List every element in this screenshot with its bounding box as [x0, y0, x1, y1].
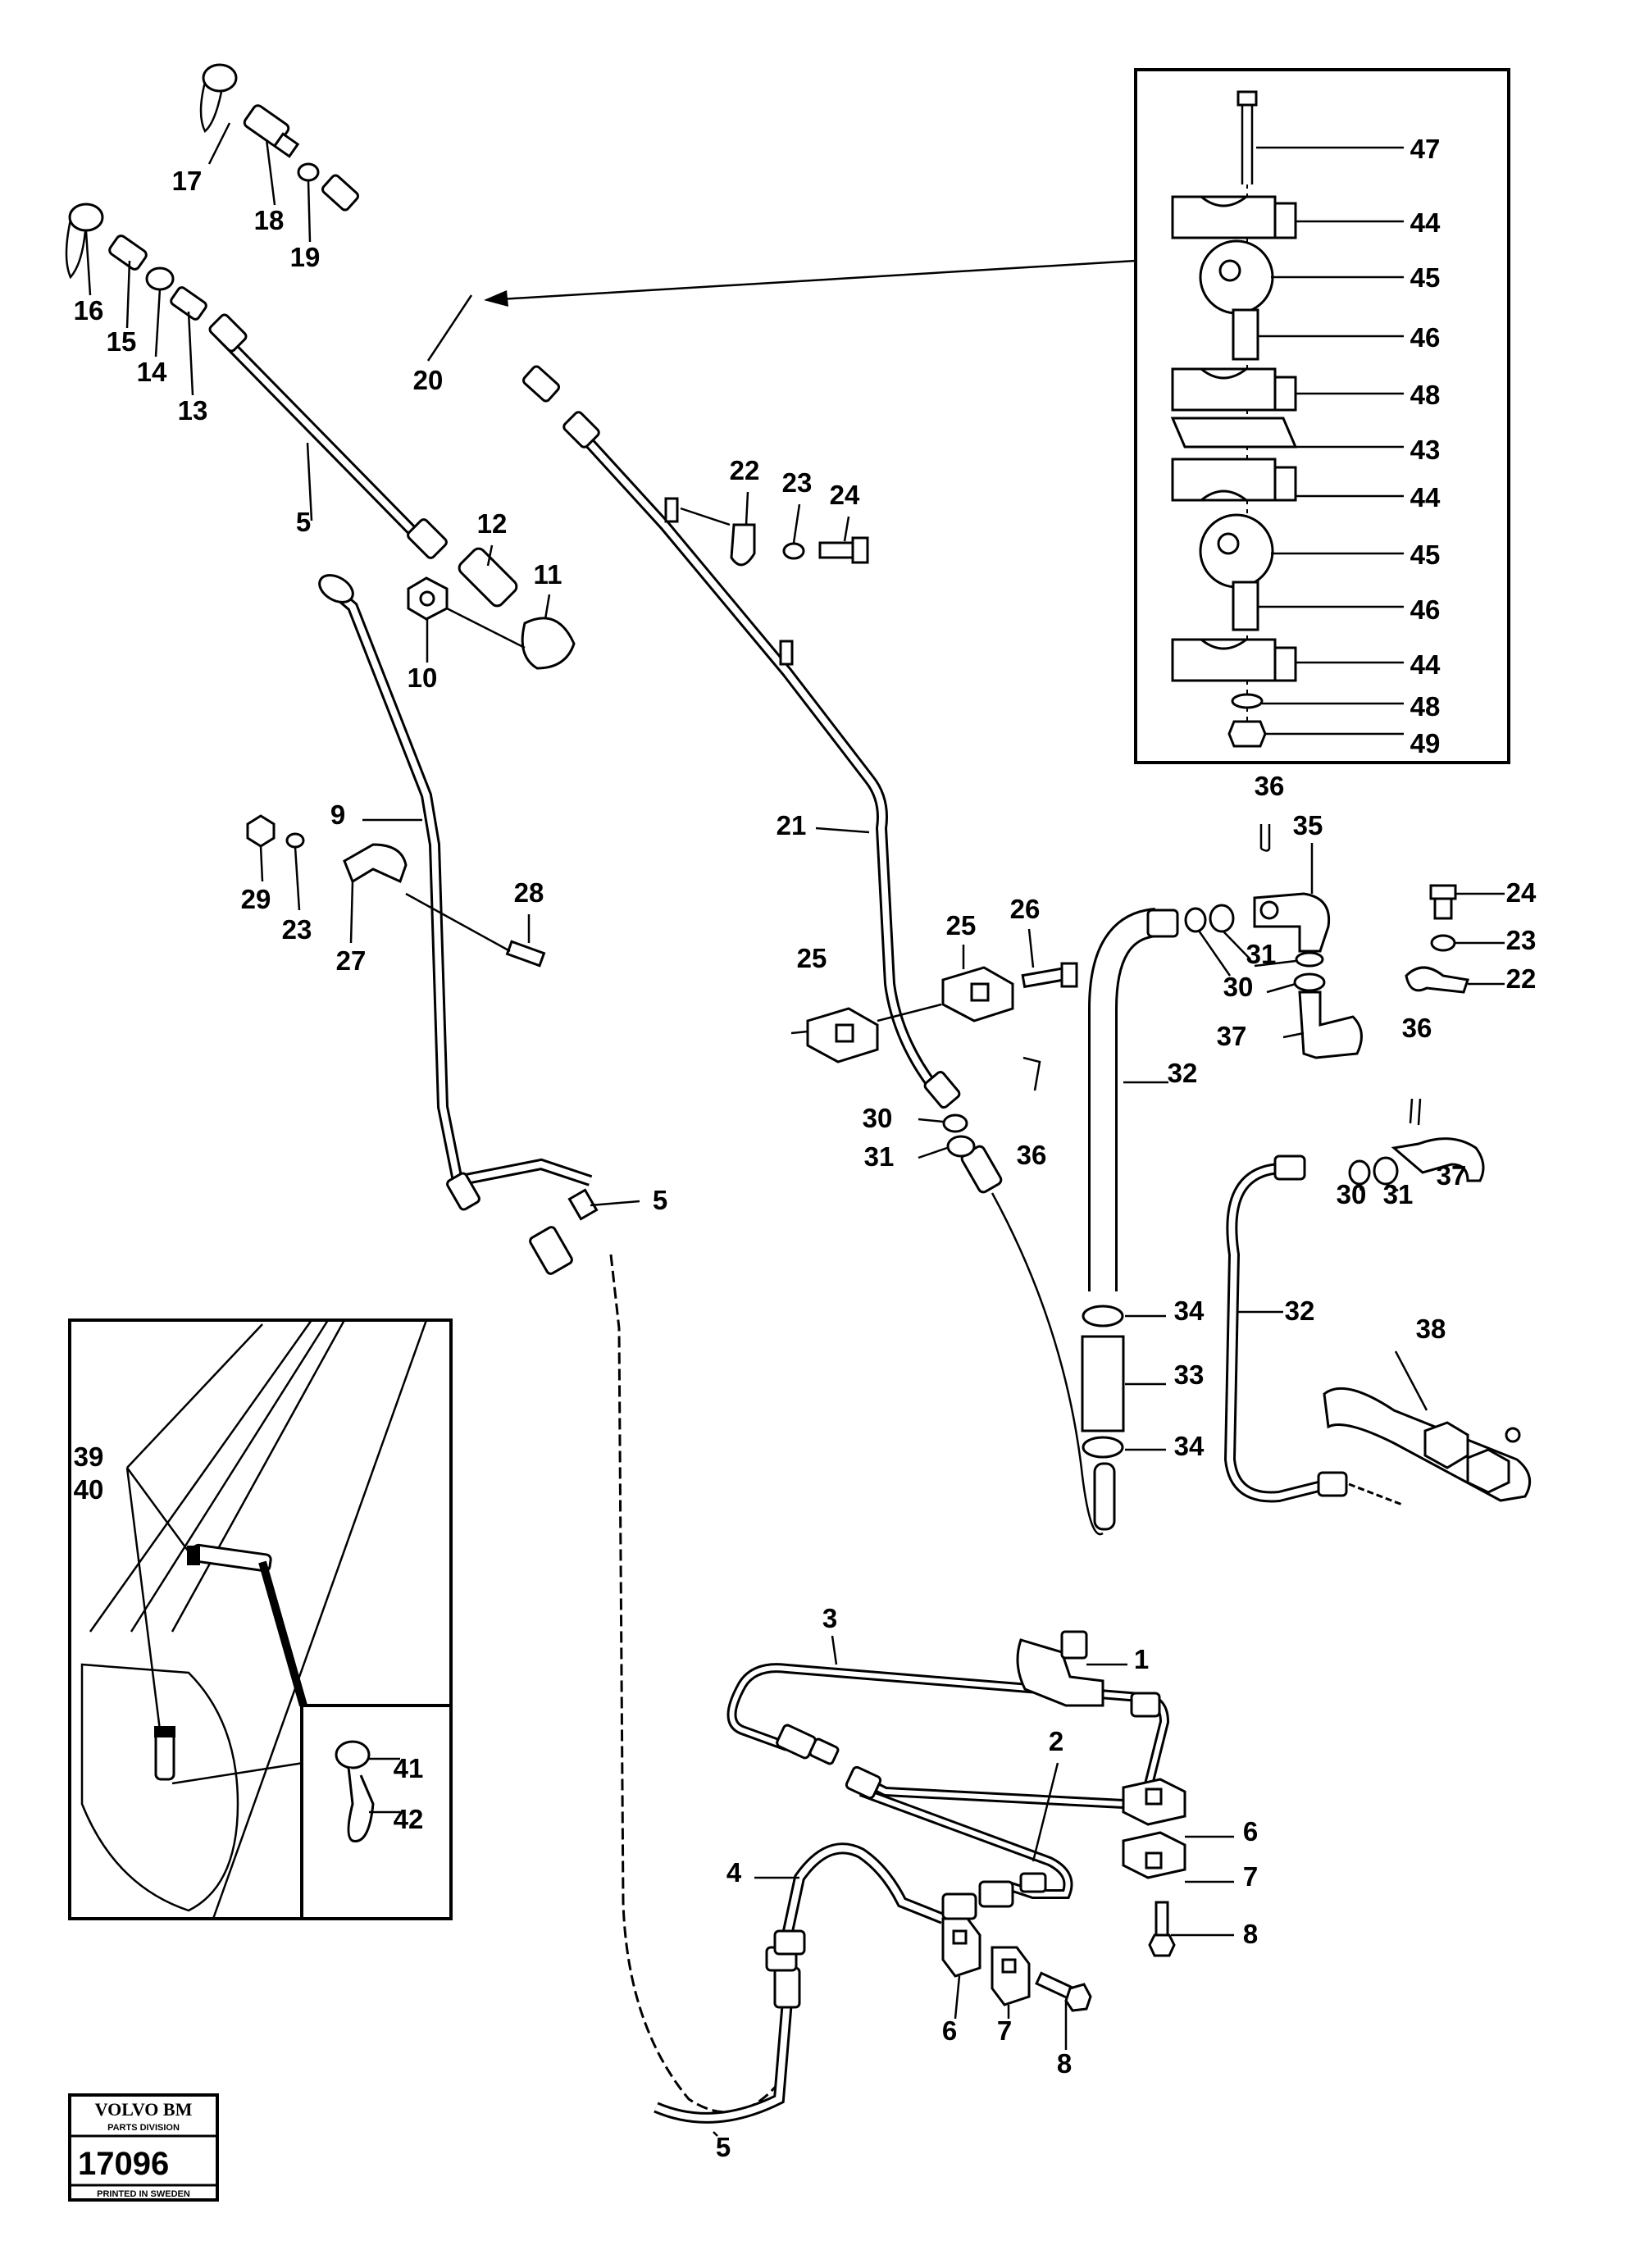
callout-n49: 49 — [1410, 728, 1441, 758]
callout-n2: 2 — [1049, 1726, 1063, 1756]
callout-n18: 18 — [254, 205, 285, 235]
callout-n37b: 37 — [1437, 1160, 1467, 1191]
volvo-bm-stamp: VOLVO BM PARTS DIVISION 17096 PRINTED IN… — [68, 2093, 219, 2202]
callout-n36a: 36 — [1017, 1140, 1047, 1170]
hose-20-pipe-21 — [321, 174, 1104, 1536]
callout-n25a: 25 — [946, 910, 977, 940]
callout-n30a: 30 — [863, 1103, 893, 1133]
callout-n3: 3 — [822, 1603, 837, 1633]
callout-n1: 1 — [1134, 1644, 1149, 1674]
callout-n34a: 34 — [1174, 1296, 1205, 1326]
callout-n28: 28 — [514, 877, 544, 908]
callout-n12: 12 — [477, 508, 508, 539]
hose-5-upper — [208, 313, 576, 670]
callout-n7b: 7 — [997, 2015, 1012, 2046]
callout-n44c: 44 — [1410, 649, 1441, 680]
callout-n7a: 7 — [1243, 1861, 1258, 1892]
callout-n34b: 34 — [1174, 1431, 1205, 1461]
callout-n29: 29 — [241, 884, 271, 914]
callout-n16: 16 — [74, 295, 104, 326]
upper-connectors — [65, 63, 320, 396]
callout-n15: 15 — [107, 326, 137, 357]
callout-n30c: 30 — [1337, 1179, 1367, 1209]
elbow-35-fittings — [1253, 824, 1363, 1059]
callout-n8b: 8 — [1057, 2048, 1072, 2079]
callout-n45a: 45 — [1410, 262, 1441, 293]
callout-n23b: 23 — [282, 914, 312, 945]
callout-n13: 13 — [178, 395, 208, 426]
callout-n36b: 36 — [1255, 771, 1285, 801]
callout-n30b: 30 — [1223, 972, 1254, 1002]
callout-n35: 35 — [1293, 810, 1323, 840]
callout-n8a: 8 — [1243, 1919, 1258, 1949]
callout-n33: 33 — [1174, 1359, 1205, 1390]
clamp-stack-inset — [484, 68, 1510, 764]
callout-n46b: 46 — [1410, 594, 1441, 625]
hose-5-lower — [609, 1254, 801, 2137]
stamp-brand: VOLVO BM — [95, 2099, 193, 2120]
callout-n5b: 5 — [653, 1185, 667, 1215]
callout-n19: 19 — [290, 242, 321, 272]
clip-22-upper — [680, 491, 869, 567]
pipe-32-lower-38 — [1223, 1098, 1532, 1506]
callout-n22a: 22 — [730, 455, 760, 485]
cab-inset — [68, 1318, 453, 1920]
callout-n6a: 6 — [1243, 1816, 1258, 1847]
callout-n48b: 48 — [1410, 691, 1441, 722]
callout-n24a: 24 — [830, 480, 860, 510]
callout-n26: 26 — [1010, 894, 1041, 924]
callout-n27: 27 — [336, 945, 367, 976]
callout-n38: 38 — [1416, 1314, 1446, 1344]
callout-n31c: 31 — [1383, 1179, 1414, 1209]
pipe-32-hose-33 — [1081, 904, 1251, 1531]
callout-n40: 40 — [74, 1474, 104, 1505]
callout-n5a: 5 — [296, 507, 311, 537]
callout-n46a: 46 — [1410, 322, 1441, 353]
callout-n31a: 31 — [864, 1141, 895, 1172]
stamp-printed: PRINTED IN SWEDEN — [97, 2189, 190, 2199]
callout-n14: 14 — [137, 357, 167, 387]
callout-n36c: 36 — [1402, 1013, 1432, 1043]
callout-n24b: 24 — [1506, 877, 1537, 908]
callout-n5c: 5 — [716, 2132, 731, 2162]
callout-n39: 39 — [74, 1441, 104, 1472]
callout-n32b: 32 — [1285, 1296, 1315, 1326]
lower-pipes — [726, 1630, 1234, 2050]
callout-n4: 4 — [726, 1857, 742, 1888]
callout-n42: 42 — [394, 1804, 424, 1834]
clip-22-right — [1405, 884, 1505, 994]
callout-n44a: 44 — [1410, 207, 1441, 238]
callout-n22b: 22 — [1506, 963, 1537, 994]
pipe-9 — [246, 574, 640, 1275]
callout-n48a: 48 — [1410, 380, 1441, 410]
callout-n6b: 6 — [942, 2015, 957, 2046]
callout-n23a: 23 — [782, 467, 813, 498]
stamp-division: PARTS DIVISION — [107, 2123, 180, 2133]
callout-n9: 9 — [330, 799, 345, 830]
callout-n21: 21 — [777, 810, 807, 840]
callout-n32a: 32 — [1168, 1058, 1198, 1088]
callout-n37a: 37 — [1217, 1021, 1247, 1051]
callout-n17: 17 — [172, 166, 203, 196]
callout-n10: 10 — [408, 663, 438, 693]
callout-n45b: 45 — [1410, 540, 1441, 570]
callout-n43: 43 — [1410, 435, 1441, 465]
stamp-number: 17096 — [78, 2146, 169, 2182]
callout-n11: 11 — [534, 559, 562, 590]
callout-n31b: 31 — [1246, 939, 1277, 969]
callout-n41: 41 — [394, 1753, 424, 1783]
callout-n44b: 44 — [1410, 482, 1441, 512]
callout-n20: 20 — [413, 365, 444, 395]
callout-n25b: 25 — [797, 943, 827, 973]
block-25-bolt-26 — [790, 928, 1078, 1091]
callout-n47: 47 — [1410, 134, 1441, 164]
callout-n23c: 23 — [1506, 925, 1537, 955]
